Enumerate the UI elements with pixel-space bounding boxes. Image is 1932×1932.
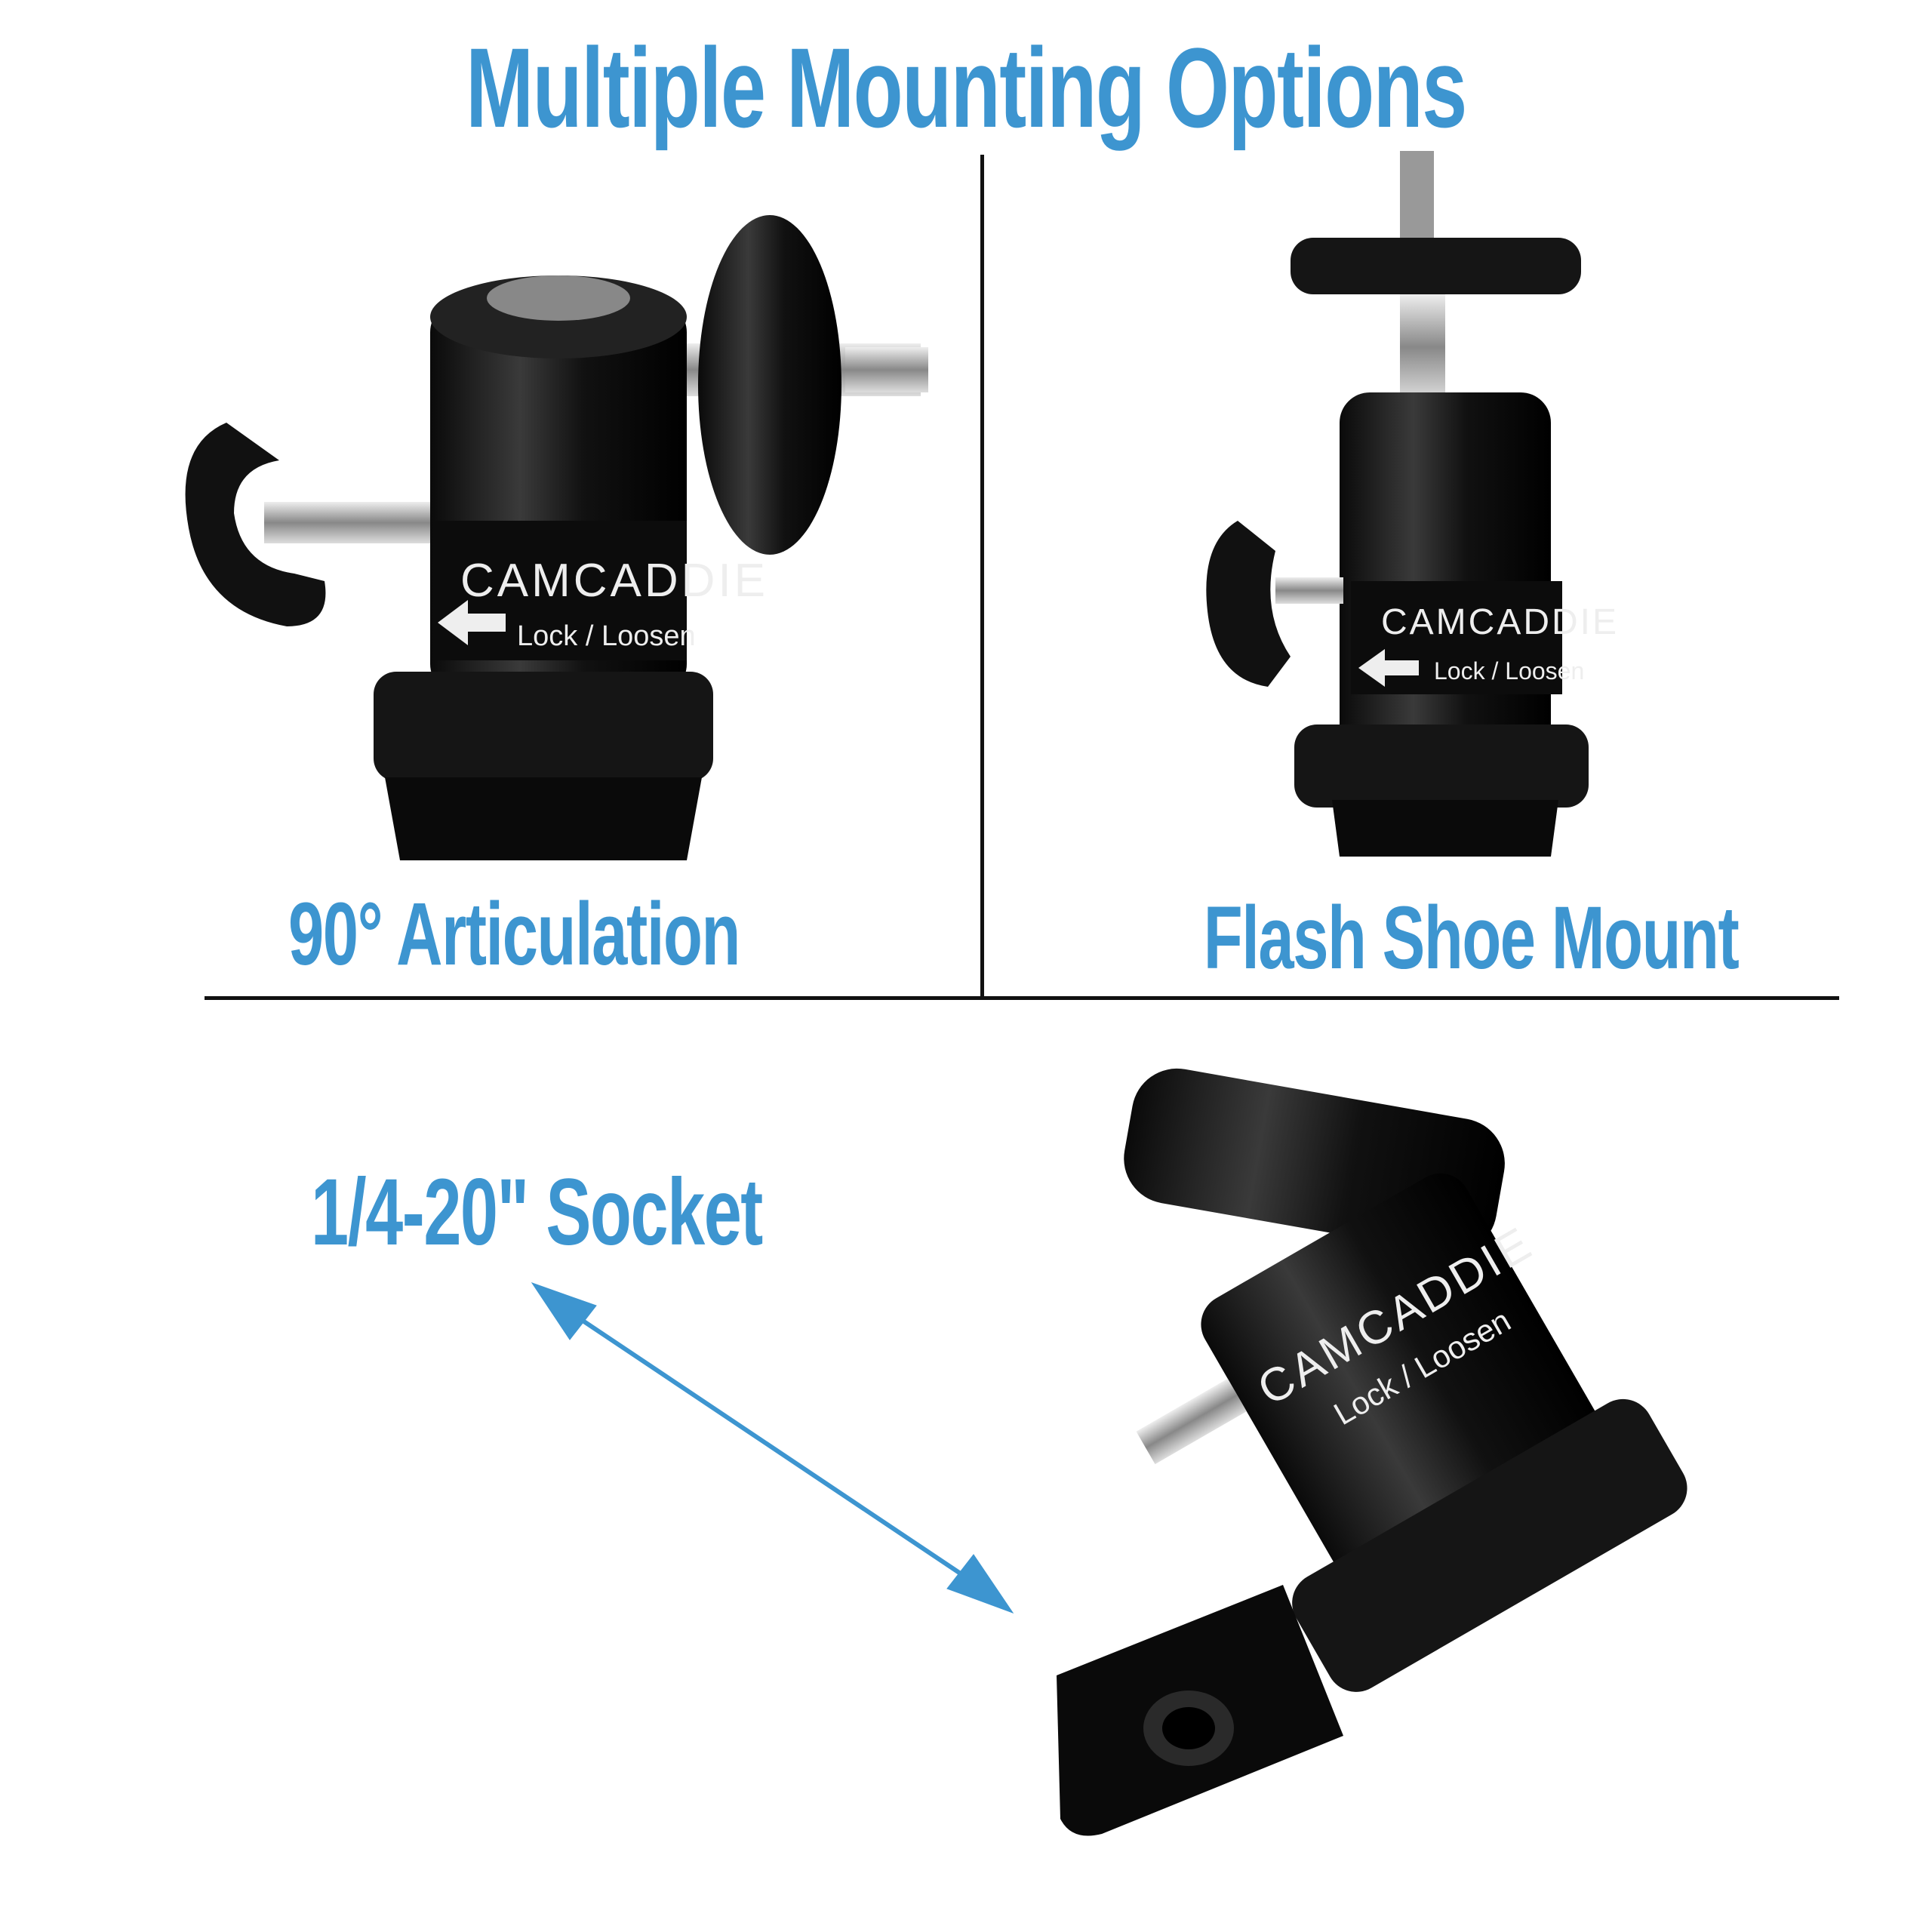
svg-text:Lock / Loosen: Lock / Loosen (1434, 657, 1584, 685)
double-arrow-icon (531, 1282, 1014, 1614)
svg-text:CAMCADDIE: CAMCADDIE (1381, 602, 1619, 642)
label-socket: 1/4-20" Socket (311, 1160, 763, 1265)
horizontal-divider (205, 996, 1839, 1000)
svg-text:Lock / Loosen: Lock / Loosen (517, 620, 696, 652)
product-socket: CAMCADDIE Lock / Loosen (1124, 1068, 1687, 1692)
label-flash-shoe: Flash Shoe Mount (1203, 888, 1740, 988)
brand-logo: CAMCADDIE (460, 555, 768, 607)
page-title: Multiple Mounting Options (466, 24, 1467, 151)
product-articulation: CAMCADDIE Lock / Loosen (185, 215, 928, 860)
label-articulation: 90° Articulation (288, 884, 740, 984)
vertical-divider (980, 155, 984, 998)
product-flash-shoe: CAMCADDIE Lock / Loosen (1206, 151, 1619, 857)
socket-plate (1057, 1585, 1343, 1836)
